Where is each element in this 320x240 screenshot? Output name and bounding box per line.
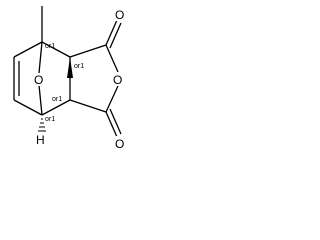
stereo-wedge-junction-top: [67, 57, 73, 78]
carbonyl-bond-bottom: [105, 111, 118, 138]
bond-junction-carbonyl-bottom: [69, 99, 107, 113]
stereo-label-bridgehead-bottom: or1: [45, 116, 55, 123]
stereo-label-junction-top: or1: [74, 63, 84, 70]
stereo-hash-bridgehead-bottom: [38, 118, 46, 132]
bond-junction-carbonyl-top: [69, 44, 107, 58]
carbonyl-bond-top: [105, 19, 118, 46]
carbonyl-bond-bottom-second: [109, 108, 122, 135]
bridgehead-hydrogen-label: H: [36, 133, 45, 147]
stereo-label-junction-bottom: or1: [52, 96, 62, 103]
carbonyl-bond-top-second: [109, 22, 122, 49]
bond-bridge-top: [38, 41, 43, 74]
stereo-label-bridgehead-top: or1: [45, 43, 55, 50]
bond-alkene-bridgehead-bottom: [13, 99, 43, 116]
bridge-oxygen-label: O: [34, 73, 43, 87]
carbonyl-oxygen-top-label: O: [115, 8, 124, 22]
molecule-structure: O O O O H or1 or1 or1 or1: [13, 6, 127, 151]
bond-carbonyl-top-ring-oxygen: [105, 44, 119, 73]
carbonyl-oxygen-bottom-label: O: [115, 137, 124, 151]
bond-bridge-bottom: [38, 84, 43, 116]
bond-carbonyl-bottom-ring-oxygen: [105, 85, 119, 113]
bond-bridgehead-top-alkene: [13, 41, 43, 58]
ring-oxygen-label: O: [113, 73, 122, 87]
bond-bridgehead-junction-top: [41, 41, 71, 58]
bond-junction-bridgehead-bottom: [41, 99, 71, 116]
